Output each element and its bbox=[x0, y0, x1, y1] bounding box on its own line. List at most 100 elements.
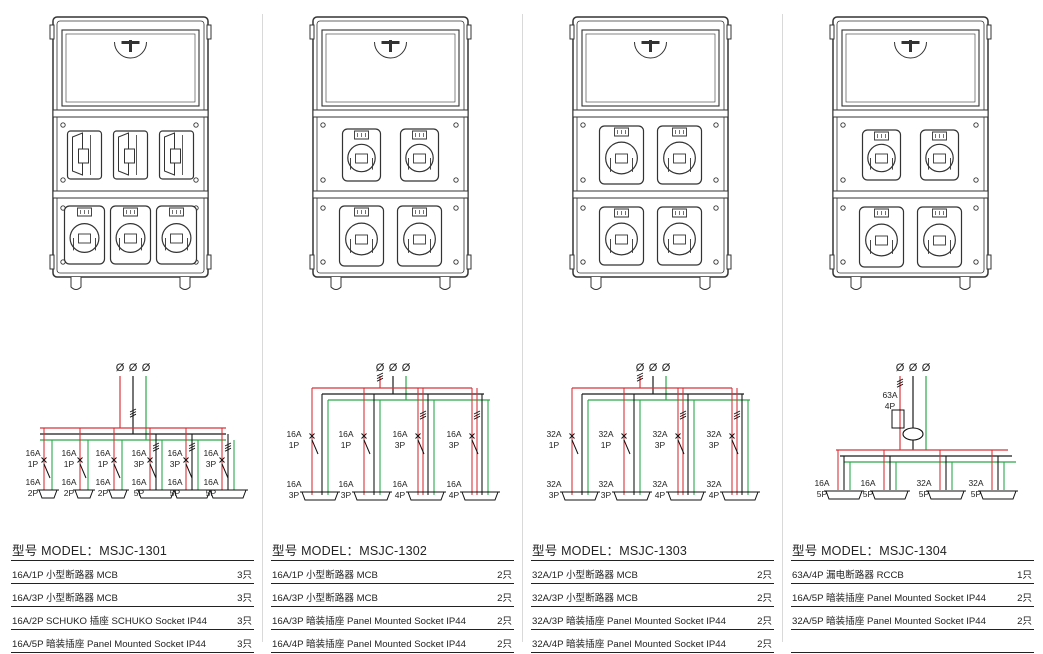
socket-label-window bbox=[413, 153, 426, 164]
enclosure-drawing bbox=[569, 16, 732, 290]
screw-icon bbox=[60, 177, 66, 183]
spec-qty: 2只 bbox=[757, 593, 772, 604]
phase-symbol: Ø bbox=[389, 362, 398, 374]
breaker-poles-label: 1P bbox=[64, 459, 75, 469]
enclosure-inner-edge bbox=[316, 20, 465, 274]
breaker-contact bbox=[363, 439, 371, 455]
panel-socket-icon bbox=[109, 205, 152, 265]
breaker-poles-label: 3P bbox=[449, 440, 460, 450]
pole-hash bbox=[376, 372, 384, 377]
breaker-poles-label: 1P bbox=[289, 440, 300, 450]
screw-icon bbox=[840, 205, 846, 211]
panel-socket-icon bbox=[338, 205, 385, 267]
breaker-cross bbox=[309, 433, 315, 439]
breaker-contact bbox=[43, 463, 51, 479]
phase-symbol: Ø bbox=[402, 362, 411, 374]
spec-qty: 2只 bbox=[497, 593, 512, 604]
socket-label-window bbox=[78, 233, 91, 244]
spec-qty: 3只 bbox=[237, 639, 252, 650]
model-title: 型号 MODEL：MSJC-1302 bbox=[272, 544, 428, 558]
pole-hash bbox=[188, 445, 196, 450]
model-title: 型号 MODEL：MSJC-1304 bbox=[792, 544, 948, 558]
screw-icon bbox=[580, 205, 586, 211]
mount-tab bbox=[569, 254, 575, 270]
mount-tab bbox=[206, 254, 212, 270]
breaker-contact bbox=[79, 463, 87, 479]
phase-symbol: Ø bbox=[649, 362, 658, 374]
spec-desc: 16A/3P 小型断路器 MCB bbox=[272, 593, 378, 604]
breaker-contact bbox=[623, 439, 631, 455]
mount-tab bbox=[49, 24, 55, 40]
pole-hash bbox=[636, 375, 644, 380]
socket-poles-label: 5P bbox=[863, 489, 874, 499]
mount-tab bbox=[829, 254, 835, 270]
pole-hash bbox=[473, 410, 481, 415]
panel-socket-icon bbox=[919, 129, 960, 181]
screw-icon bbox=[60, 122, 66, 128]
breaker-poles-label: 3P bbox=[170, 459, 181, 469]
breaker-contact bbox=[185, 463, 193, 479]
socket-symbol bbox=[613, 491, 651, 501]
socket-poles-label: 4P bbox=[395, 490, 406, 500]
spec-qty: 2只 bbox=[497, 639, 512, 650]
socket-rating-label: 32A bbox=[916, 478, 931, 488]
breaker-contact bbox=[311, 439, 319, 455]
socket-rating-label: 32A bbox=[652, 479, 667, 489]
spec-desc: 16A/3P 暗装插座 Panel Mounted Socket IP44 bbox=[272, 616, 466, 627]
rccb-test-box bbox=[891, 409, 905, 429]
mount-foot bbox=[590, 277, 602, 290]
breaker-rating-label: 16A bbox=[167, 448, 182, 458]
enclosure-drawing bbox=[49, 16, 212, 290]
spec-qty: 2只 bbox=[757, 570, 772, 581]
breaker-poles-label: 1P bbox=[28, 459, 39, 469]
socket-poles-label: 5P bbox=[919, 489, 930, 499]
socket-rating-label: 16A bbox=[286, 479, 301, 489]
breaker-poles-label: 1P bbox=[341, 440, 352, 450]
mount-tab bbox=[986, 24, 992, 40]
breaker-window-inner bbox=[585, 33, 716, 103]
rccb-core bbox=[902, 427, 924, 441]
socket-symbol bbox=[407, 491, 445, 501]
socket-label-window bbox=[875, 153, 888, 164]
mount-tab bbox=[726, 24, 732, 40]
pole-hash bbox=[733, 410, 741, 415]
model-title: 型号 MODEL：MSJC-1303 bbox=[532, 544, 688, 558]
socket-rating-label: 16A bbox=[203, 477, 218, 487]
enclosure-inner-edge bbox=[56, 20, 205, 274]
phase-symbol: Ø bbox=[662, 362, 671, 374]
socket-lid bbox=[118, 132, 129, 176]
breaker-cross bbox=[41, 457, 47, 463]
socket-symbol bbox=[721, 491, 759, 501]
socket-symbol bbox=[38, 489, 58, 499]
pole-hash bbox=[152, 442, 160, 447]
spec-qty: 2只 bbox=[497, 616, 512, 627]
pole-hash bbox=[896, 383, 904, 388]
socket-rating-label: 16A bbox=[338, 479, 353, 489]
breaker-rating-label: 16A bbox=[392, 429, 407, 439]
breaker-rating-label: 32A bbox=[652, 429, 667, 439]
pole-hash bbox=[733, 413, 741, 418]
panel-socket-icon bbox=[656, 125, 703, 185]
spec-qty: 3只 bbox=[237, 570, 252, 581]
mount-tab bbox=[466, 24, 472, 40]
socket-symbol bbox=[301, 491, 339, 501]
socket-label-window bbox=[933, 153, 946, 164]
pole-hash bbox=[636, 377, 644, 382]
socket-label-window bbox=[124, 233, 137, 244]
spec-desc: 32A/3P 暗装插座 Panel Mounted Socket IP44 bbox=[532, 616, 726, 627]
spec-qty: 3只 bbox=[237, 593, 252, 604]
divider-rail bbox=[832, 109, 989, 118]
socket-window bbox=[124, 148, 135, 164]
screw-icon bbox=[713, 122, 719, 128]
breaker-rating-label: 16A bbox=[446, 429, 461, 439]
main-poles-label: 4P bbox=[885, 401, 896, 411]
screw-icon bbox=[320, 122, 326, 128]
socket-group bbox=[858, 129, 963, 268]
breaker-cross bbox=[183, 457, 189, 463]
